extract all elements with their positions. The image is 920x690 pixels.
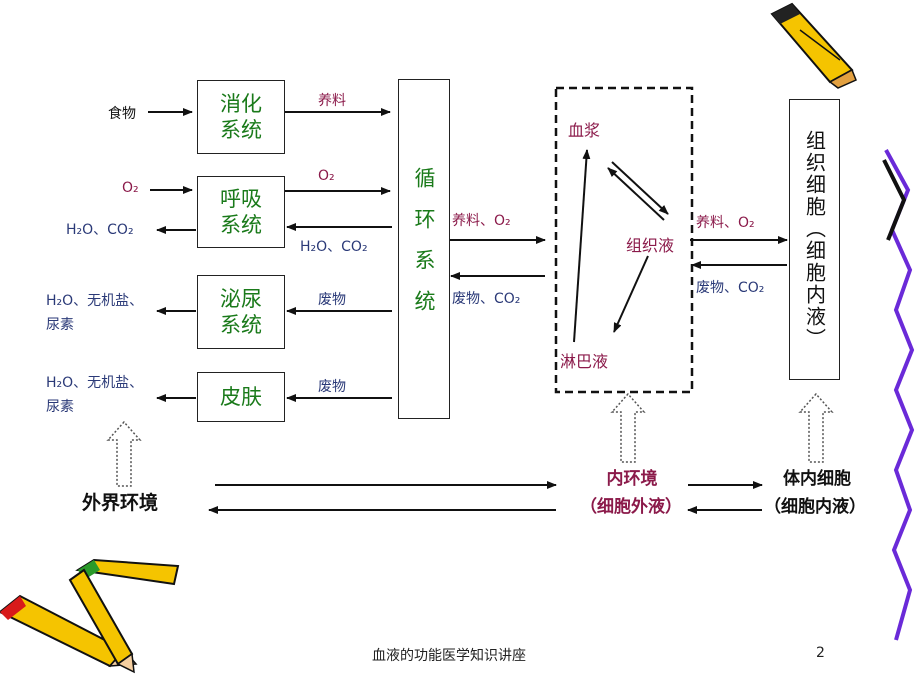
label-nutrients: 养料 <box>318 93 346 109</box>
zigzag-decoration-right <box>882 149 915 641</box>
internal-environment-line1: 内环境 <box>606 469 658 489</box>
hollow-arrow-internal <box>610 392 646 463</box>
label-waste-urinary: 废物 <box>318 292 346 308</box>
skin-box: 皮肤 <box>197 372 285 422</box>
plasma-label: 血浆 <box>568 121 601 140</box>
hollow-arrow-external <box>106 420 142 487</box>
output-urinary-line1: H₂O、无机盐、 <box>46 293 144 309</box>
page-number: 2 <box>816 645 825 661</box>
arrow-plasma-to-tissue <box>611 161 669 215</box>
tissue-fluid-label: 组织液 <box>626 236 675 255</box>
skin-label: 皮肤 <box>220 385 262 409</box>
output-urinary-line2: 尿素 <box>46 317 74 333</box>
label-from-cell: 废物、CO₂ <box>696 280 765 296</box>
arrow-tissue-to-lymph <box>613 255 649 333</box>
internal-environment-line2: （细胞外液） <box>580 497 682 517</box>
respiratory-line2: 系统 <box>220 213 262 237</box>
label-circ-to-env: 养料、O₂ <box>452 213 511 229</box>
label-o2: O₂ <box>318 168 335 184</box>
external-environment-label: 外界环境 <box>82 492 159 514</box>
input-o2: O₂ <box>122 180 139 196</box>
circulatory-system-box: 循环系统 <box>398 79 450 419</box>
tissue-cell-box: 组织细胞（细胞内液） <box>789 99 840 380</box>
output-skin-line1: H₂O、无机盐、 <box>46 375 144 391</box>
urinary-system-box: 泌尿 系统 <box>197 275 285 349</box>
output-respiratory: H₂O、CO₂ <box>66 222 134 238</box>
label-to-cell: 养料、O₂ <box>696 215 755 231</box>
circulatory-label: 循环系统 <box>412 167 436 331</box>
respiratory-system-box: 呼吸 系统 <box>197 176 285 248</box>
arrow-lymph-to-plasma <box>573 149 591 343</box>
digestive-system-box: 消化 系统 <box>197 80 285 154</box>
input-food: 食物 <box>108 106 136 122</box>
arrow-tissue-to-plasma <box>607 167 665 221</box>
urinary-line2: 系统 <box>220 313 262 337</box>
hollow-arrow-cell <box>798 392 834 463</box>
body-cell-line2: （细胞内液） <box>764 497 866 517</box>
urinary-line1: 泌尿 <box>220 287 262 311</box>
footer-caption: 血液的功能医学知识讲座 <box>372 648 526 664</box>
pencil-decoration-top-right <box>770 2 857 89</box>
respiratory-line1: 呼吸 <box>220 187 262 211</box>
digestive-line2: 系统 <box>220 118 262 142</box>
internal-env-box <box>554 86 694 394</box>
lymph-label: 淋巴液 <box>560 352 609 371</box>
body-cell-line1: 体内细胞 <box>783 469 851 489</box>
label-h2o-co2: H₂O、CO₂ <box>300 239 368 255</box>
tissue-cell-label: 组织细胞（细胞内液） <box>802 129 827 350</box>
output-skin-line2: 尿素 <box>46 399 74 415</box>
label-waste-skin: 废物 <box>318 379 346 395</box>
pencil-decoration-bottom-left <box>0 558 180 674</box>
label-env-to-circ: 废物、CO₂ <box>452 291 521 307</box>
digestive-line1: 消化 <box>220 92 262 116</box>
